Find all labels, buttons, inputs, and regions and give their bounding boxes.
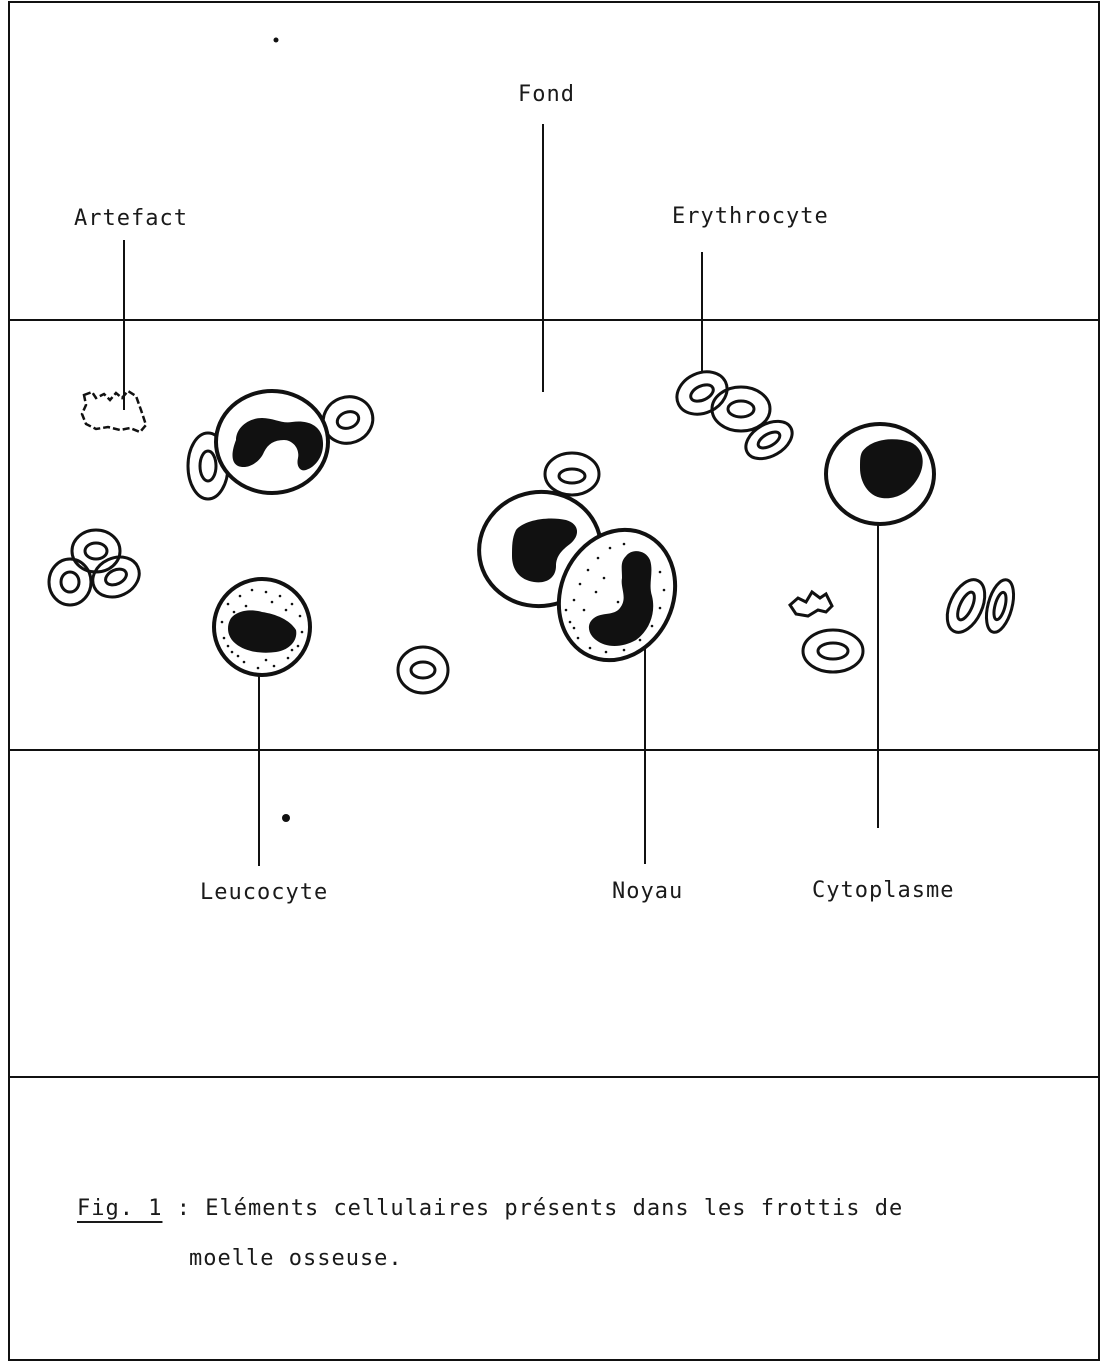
nucleus [228, 610, 297, 653]
stray-dot [273, 37, 279, 43]
erythrocyte-cell [744, 419, 794, 461]
label-noyau: Noyau [612, 879, 684, 904]
erythrocyte-cell [801, 628, 865, 674]
label-cytoplasme: Cytoplasme [812, 878, 955, 903]
artefact-shape [80, 389, 148, 434]
erythrocyte-cell [675, 370, 729, 416]
erythrocyte-cell [47, 557, 93, 607]
erythrocyte-cell [984, 578, 1016, 634]
leucocyte-cell [214, 389, 330, 495]
outer-border [8, 1, 1100, 1361]
erythrocyte-cell [91, 555, 141, 599]
caption-separator: : [162, 1196, 206, 1221]
leucocyte-cell [556, 527, 678, 663]
label-artefact: Artefact [74, 206, 188, 231]
erythrocyte-cell [710, 385, 772, 433]
caption-line-1: Eléments cellulaires présents dans les f… [205, 1196, 904, 1221]
figure-number: Fig. 1 [77, 1196, 163, 1221]
stray-dot [282, 814, 290, 822]
erythrocyte-cell [396, 645, 450, 695]
erythrocyte-cell [70, 528, 122, 574]
label-erythrocyte: Erythrocyte [672, 204, 829, 229]
erythrocyte-cell [543, 451, 601, 497]
label-fond: Fond [518, 82, 575, 107]
nucleus [860, 439, 923, 499]
nucleus [588, 551, 654, 646]
figure-caption: Fig. 1 : Eléments cellulaires présents d… [77, 1184, 903, 1284]
leucocyte-cell [824, 422, 936, 526]
erythrocyte-cell [945, 578, 987, 634]
caption-line-2: moelle osseuse. [189, 1246, 403, 1271]
nucleus [512, 518, 578, 583]
nucleus [232, 418, 324, 471]
label-leucocyte: Leucocyte [200, 880, 329, 905]
leucocyte-cell [212, 577, 312, 677]
artefact-shape [788, 589, 834, 618]
